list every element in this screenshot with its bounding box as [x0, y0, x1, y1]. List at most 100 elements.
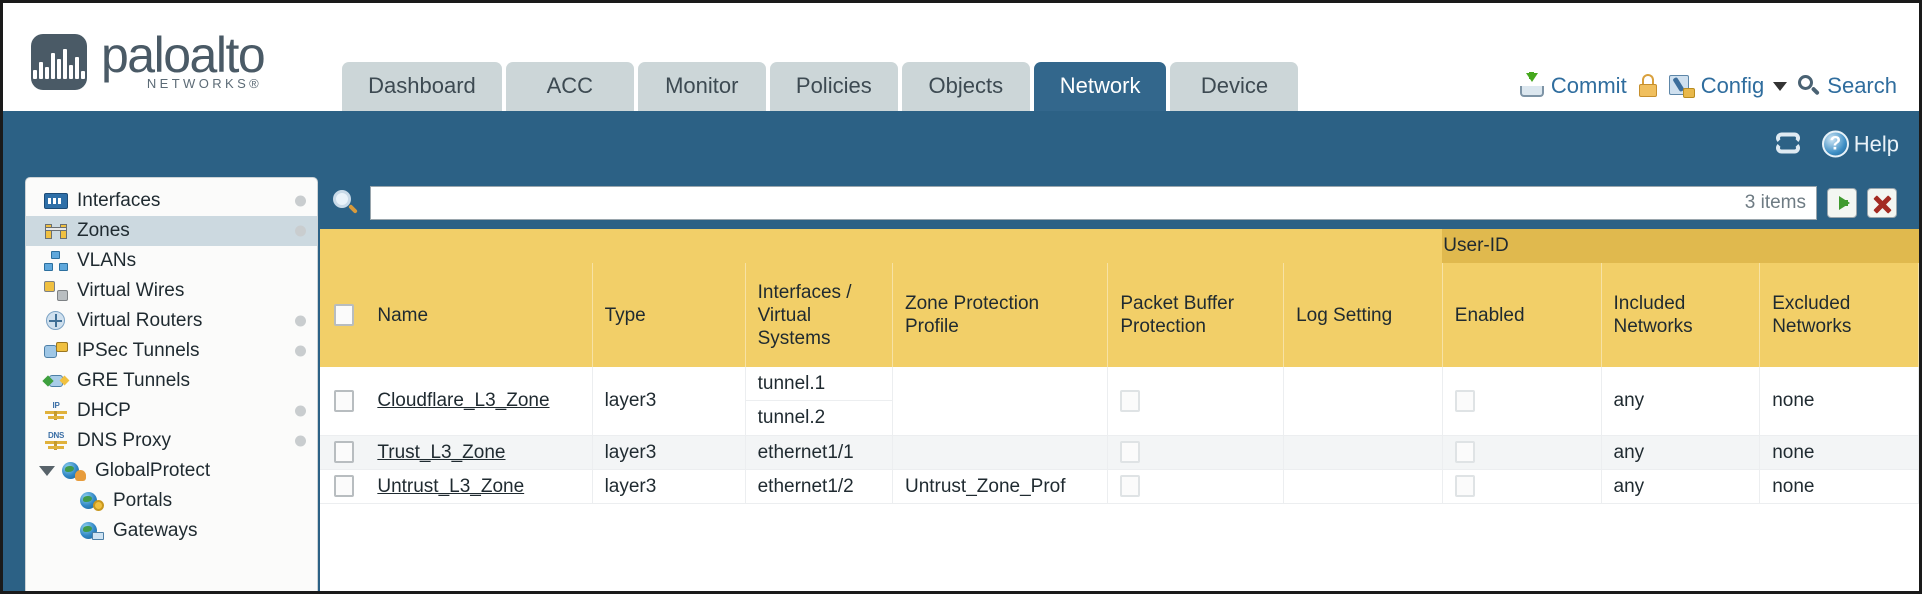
brand-logo: paloalto NETWORKS® [31, 30, 266, 91]
table-row[interactable]: Untrust_L3_Zone layer3 ethernet1/2 Untru… [320, 469, 1919, 504]
row-checkbox[interactable] [334, 389, 354, 412]
gateways-icon [80, 521, 104, 541]
commit-label: Commit [1550, 73, 1627, 98]
excluded-networks: none [1759, 435, 1919, 470]
portals-icon [80, 491, 104, 511]
sidebar-item-virtual-wires[interactable]: Virtual Wires [26, 276, 317, 306]
apply-filter-button[interactable] [1827, 188, 1857, 218]
sidebar-item-gateways[interactable]: Gateways [26, 516, 317, 546]
sidebar-item-dns-proxy[interactable]: DNS DNS Proxy [26, 426, 317, 456]
packet-buffer-protection-cell [1107, 469, 1285, 504]
interfaces-icon [44, 191, 68, 211]
col-userid-enabled[interactable]: Enabled [1442, 263, 1602, 367]
sidebar-label: GlobalProtect [95, 460, 211, 481]
search-input[interactable]: 3 items [370, 186, 1817, 220]
select-all-checkbox[interactable] [334, 304, 354, 327]
config-menu[interactable]: Config [1668, 73, 1788, 99]
help-question-icon: ? [1821, 130, 1849, 158]
zone-type: layer3 [592, 435, 746, 470]
search-magnifier-icon [1797, 74, 1821, 98]
sidebar-label: Virtual Routers [77, 310, 203, 331]
sidebar-item-ipsec-tunnels[interactable]: IPSec Tunnels [26, 336, 317, 366]
sidebar-label: Zones [77, 220, 130, 241]
userid-enabled-checkbox[interactable] [1454, 389, 1475, 412]
filter-search-icon[interactable] [332, 189, 360, 217]
sidebar-item-vlans[interactable]: VLANs [26, 246, 317, 276]
col-interfaces[interactable]: Interfaces / Virtual Systems [745, 263, 893, 367]
tab-objects[interactable]: Objects [901, 62, 1030, 111]
help-label: Help [1853, 131, 1899, 156]
excluded-networks: none [1759, 367, 1919, 436]
sidebar-label: Portals [113, 490, 173, 511]
col-log-setting[interactable]: Log Setting [1283, 263, 1443, 367]
col-name[interactable]: Name [365, 263, 593, 367]
userid-enabled-checkbox[interactable] [1454, 475, 1475, 498]
row-checkbox[interactable] [334, 441, 354, 464]
packet-buffer-protection-cell [1107, 367, 1285, 436]
userid-enabled-checkbox[interactable] [1454, 441, 1475, 464]
network-sidebar: Interfaces Zones VLANs [25, 177, 318, 591]
col-excluded-networks[interactable]: Excluded Networks [1759, 263, 1919, 367]
zone-protection-profile [892, 435, 1109, 470]
brand-sub: NETWORKS® [146, 76, 263, 91]
packet-buffer-protection-checkbox[interactable] [1120, 475, 1141, 498]
config-label: Config [1700, 73, 1765, 98]
row-select-cell [320, 435, 366, 470]
zone-name[interactable]: Trust_L3_Zone [365, 435, 593, 470]
row-select-cell [320, 367, 366, 436]
tab-acc[interactable]: ACC [505, 62, 634, 111]
zone-name[interactable]: Cloudflare_L3_Zone [365, 367, 593, 436]
packet-buffer-protection-checkbox[interactable] [1120, 389, 1141, 412]
padlock-icon[interactable] [1637, 74, 1659, 98]
included-networks: any [1601, 469, 1761, 504]
interface-item: tunnel.1 [745, 367, 892, 401]
status-dot [295, 225, 306, 237]
search-label: Search [1827, 73, 1897, 98]
interface-item: tunnel.2 [757, 407, 826, 428]
sidebar-item-zones[interactable]: Zones [26, 216, 317, 246]
sidebar-item-gre-tunnels[interactable]: GRE Tunnels [26, 366, 317, 396]
log-setting [1283, 469, 1443, 504]
header-tools: Commit Config Search [1519, 72, 1897, 99]
zone-interfaces: ethernet1/1 [745, 435, 893, 470]
sidebar-label: IPSec Tunnels [77, 340, 200, 361]
zones-table-body: Cloudflare_L3_Zone layer3 tunnel.1 tunne… [320, 367, 1919, 504]
col-type[interactable]: Type [592, 263, 746, 367]
group-header-userid: User-ID [1442, 229, 1919, 263]
packet-buffer-protection-cell [1107, 435, 1285, 470]
select-all-header [320, 263, 366, 367]
refresh-icon[interactable] [1774, 131, 1804, 157]
sidebar-item-dhcp[interactable]: IP DHCP [26, 396, 317, 426]
group-spacer [320, 229, 1443, 263]
col-included-networks[interactable]: Included Networks [1601, 263, 1761, 367]
clear-filter-button[interactable] [1867, 188, 1897, 218]
search-button[interactable]: Search [1797, 73, 1897, 99]
table-row[interactable]: Trust_L3_Zone layer3 ethernet1/1 a [320, 435, 1919, 470]
packet-buffer-protection-checkbox[interactable] [1120, 441, 1141, 464]
sidebar-label: Virtual Wires [77, 280, 185, 301]
app-body: Interfaces Zones VLANs [3, 177, 1919, 591]
help-button[interactable]: ? Help [1821, 130, 1899, 158]
tab-device[interactable]: Device [1170, 62, 1299, 111]
tab-dashboard[interactable]: Dashboard [342, 62, 502, 111]
col-packet-buffer-protection[interactable]: Packet Buffer Protection [1107, 263, 1285, 367]
commit-button[interactable]: Commit [1519, 72, 1627, 99]
zone-name[interactable]: Untrust_L3_Zone [365, 469, 593, 504]
tab-monitor[interactable]: Monitor [637, 62, 766, 111]
sidebar-item-interfaces[interactable]: Interfaces [26, 186, 317, 216]
sidebar-item-portals[interactable]: Portals [26, 486, 317, 516]
tree-expand-icon[interactable] [39, 466, 55, 476]
zones-table: User-ID Name Type Interfaces / Virtual S… [320, 229, 1919, 504]
row-checkbox[interactable] [334, 475, 354, 498]
sidebar-item-globalprotect[interactable]: GlobalProtect [26, 456, 317, 486]
tab-network[interactable]: Network [1033, 62, 1167, 111]
log-setting [1283, 435, 1443, 470]
status-dot [295, 435, 306, 447]
userid-enabled-cell [1442, 469, 1602, 504]
zones-table-wrap: User-ID Name Type Interfaces / Virtual S… [320, 229, 1919, 591]
col-zone-protection-profile[interactable]: Zone Protection Profile [892, 263, 1109, 367]
commit-download-icon [1519, 72, 1545, 99]
tab-policies[interactable]: Policies [769, 62, 898, 111]
sidebar-item-virtual-routers[interactable]: Virtual Routers [26, 306, 317, 336]
status-dot [295, 195, 306, 207]
